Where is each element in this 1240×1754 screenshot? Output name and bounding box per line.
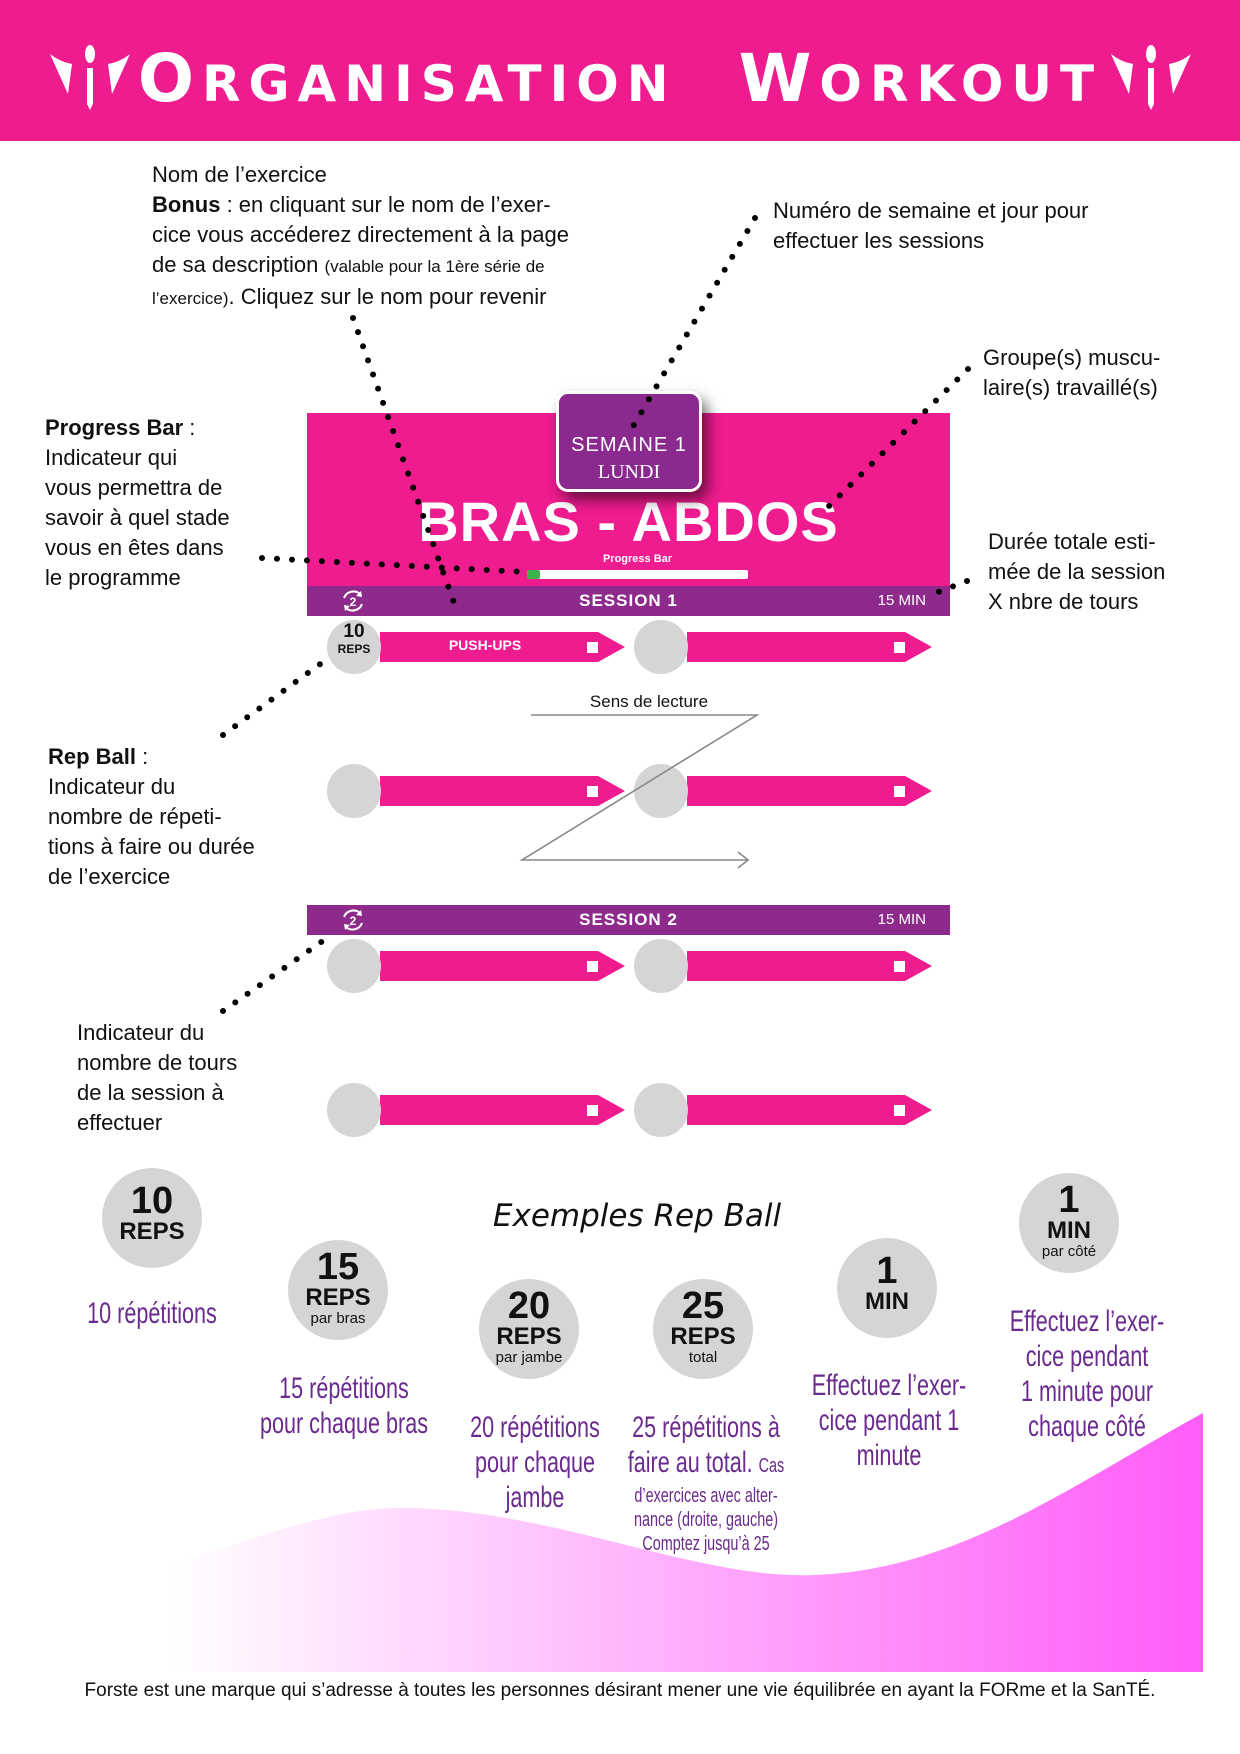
annotation-exercise-name: Nom de l’exercice Bonus : en cliquant su… — [152, 162, 570, 309]
exercise-arrow[interactable] — [687, 1095, 933, 1125]
header-banner — [0, 0, 1240, 141]
rep-ball — [327, 939, 381, 993]
rep-ball — [634, 620, 688, 674]
checkbox-icon — [894, 1105, 905, 1116]
exercise-arrow[interactable] — [380, 632, 626, 662]
checkbox-icon — [894, 961, 905, 972]
checkbox-icon — [587, 786, 598, 797]
checkbox-icon — [894, 786, 905, 797]
session-duration: 15 MIN — [877, 911, 926, 928]
checkbox-icon — [894, 642, 905, 653]
exercise-arrow[interactable] — [687, 776, 933, 806]
session-duration: 15 MIN — [877, 592, 926, 609]
reading-direction-label: Sens de lecture — [589, 692, 709, 711]
page-title: ORGANISATION WORKOUT — [137, 40, 1103, 117]
exercise-arrow[interactable] — [380, 951, 626, 981]
session-bar: 2 SESSION 1 15 MIN — [307, 586, 950, 616]
workout-title: BRAS - ABDOS — [418, 490, 839, 553]
rep-ball — [634, 1083, 688, 1137]
rep-ball — [327, 620, 381, 674]
example-caption: 10 répétitions — [87, 1297, 217, 1330]
svg-text:2: 2 — [350, 914, 357, 928]
annotation-muscles: Groupe(s) muscu-laire(s) travaillé(s) — [983, 345, 1161, 400]
footer-text: Forste est une marque qui s’adresse à to… — [84, 1680, 1156, 1701]
examples-title: Exemples Rep Ball — [492, 1198, 782, 1234]
checkbox-icon — [587, 642, 598, 653]
progress-bar-fill — [527, 570, 541, 579]
checkbox-icon — [587, 1105, 598, 1116]
rep-ball — [327, 1083, 381, 1137]
rep-ball — [634, 764, 688, 818]
rep-ball — [327, 764, 381, 818]
exercise-arrow[interactable] — [687, 951, 933, 981]
rep-ball — [634, 939, 688, 993]
exercise-name-link[interactable]: PUSH-UPS — [448, 637, 522, 653]
exercise-arrow[interactable] — [380, 1095, 626, 1125]
exercise-arrow[interactable] — [380, 776, 626, 806]
progress-bar-label: Progress Bar — [602, 553, 673, 565]
rounds-cycle-icon: 2 — [343, 909, 363, 931]
session-title: SESSION 2 — [579, 910, 678, 929]
week-day-badge: SEMAINE 1 LUNDI — [556, 391, 702, 492]
week-label: SEMAINE 1 — [571, 434, 687, 456]
day-label: LUNDI — [597, 461, 661, 483]
exercise-arrow[interactable] — [687, 632, 933, 662]
checkbox-icon — [587, 961, 598, 972]
rep-ball-text: 10 REPS — [337, 621, 371, 657]
progress-bar — [527, 570, 748, 579]
session-bar: 2 SESSION 2 15 MIN — [307, 905, 950, 935]
session-title: SESSION 1 — [579, 591, 678, 610]
forste-logo-icon — [50, 45, 130, 110]
forste-logo-icon — [1111, 45, 1191, 110]
